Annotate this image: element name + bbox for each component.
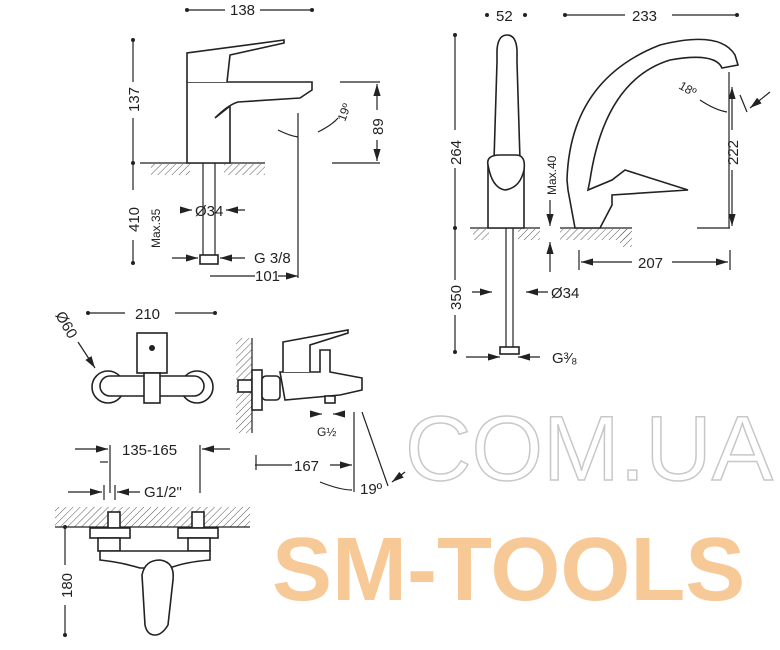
kitchen-front-width-label: 52 bbox=[496, 8, 513, 25]
bath-centers-label: 135-165 bbox=[122, 442, 177, 459]
basin-hose-length-label: 410 bbox=[126, 207, 143, 232]
kitchen-max-counter-label: Max.40 bbox=[545, 155, 559, 195]
bath-mixer-drawing: 210 Ø60 135-165 G1/2" 167 G½ 19º 180 bbox=[52, 306, 406, 637]
basin-mixer-drawing: 138 137 410 Ø34 Max.35 G 3/8 101 19º 89 bbox=[126, 2, 387, 285]
basin-connection-label: G 3/8 bbox=[254, 250, 291, 267]
basin-height-label: 137 bbox=[126, 87, 143, 112]
kitchen-mixer-drawing: 52 233 264 350 Ø34 G³⁄₈ Max.40 222 18º 2… bbox=[448, 8, 771, 367]
basin-spout-angle-label: 19º bbox=[335, 101, 354, 123]
bath-projection-label: 167 bbox=[294, 458, 319, 475]
kitchen-spout-reach-label: 207 bbox=[638, 255, 663, 272]
bath-width-label: 210 bbox=[135, 306, 160, 323]
basin-hole-diameter-label: Ø34 bbox=[195, 203, 223, 220]
bath-inlet-label: G1/2" bbox=[144, 484, 182, 501]
kitchen-spout-height-label: 222 bbox=[725, 140, 742, 165]
kitchen-hole-diameter-label: Ø34 bbox=[551, 285, 579, 302]
basin-spout-reach-label: 101 bbox=[255, 268, 280, 285]
basin-spout-height-label: 89 bbox=[370, 118, 387, 135]
bath-height-label: 180 bbox=[59, 573, 76, 598]
basin-width-label: 138 bbox=[230, 2, 255, 19]
kitchen-total-height-label: 264 bbox=[448, 140, 465, 165]
kitchen-total-width-label: 233 bbox=[632, 8, 657, 25]
basin-max-counter-label: Max.35 bbox=[149, 208, 163, 248]
bath-outlet-label: G½ bbox=[317, 425, 336, 439]
kitchen-spout-angle-label: 18º bbox=[677, 78, 700, 99]
watermark-text-secondary: COM.UA bbox=[405, 398, 774, 500]
bath-spout-angle-label: 19º bbox=[360, 481, 383, 498]
kitchen-connection-label: G³⁄₈ bbox=[552, 350, 577, 367]
kitchen-hose-length-label: 350 bbox=[448, 285, 465, 310]
watermark-text-primary: SM-TOOLS bbox=[272, 520, 745, 620]
bath-flange-diameter-label: Ø60 bbox=[52, 309, 81, 342]
